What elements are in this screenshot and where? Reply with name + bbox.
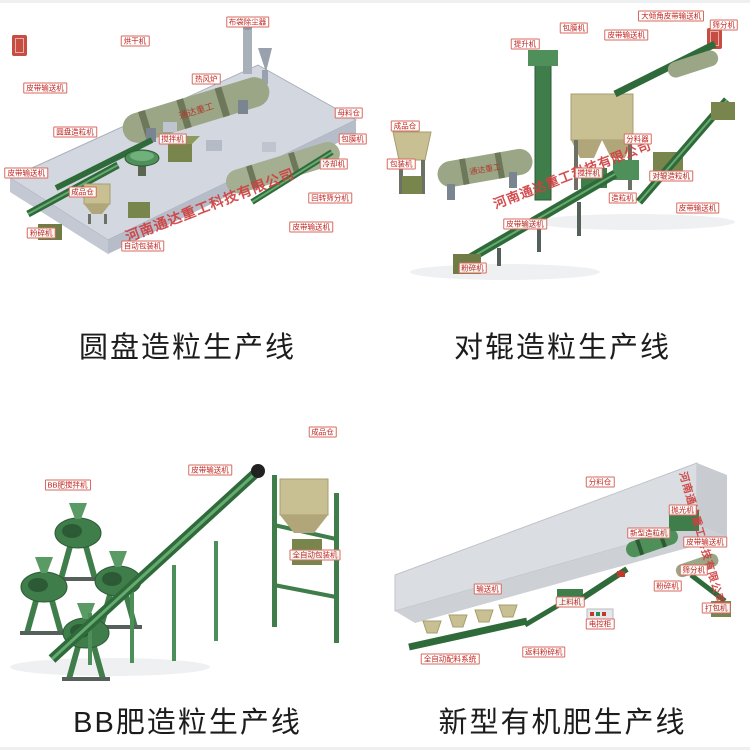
crate	[163, 122, 177, 132]
rotary-screen	[675, 553, 719, 578]
bb-line-illustration	[10, 464, 339, 682]
disc-granulator	[124, 149, 160, 176]
crate	[206, 140, 222, 151]
illustration-bb-fertilizer: BB肥搅拌机皮带输送机成品仓全自动包装机	[0, 375, 375, 690]
auto-bagging-machine	[292, 539, 322, 565]
panel-disc-granulation: 通达重工	[0, 0, 375, 375]
bb-mixer	[19, 556, 69, 636]
dryer-support	[238, 100, 248, 114]
bb-mixer	[53, 502, 103, 582]
panel-bb-fertilizer: BB肥搅拌机皮带输送机成品仓全自动包装机 BB肥造粒生产线	[0, 375, 375, 750]
batching-silo	[570, 93, 634, 190]
coating-drum: 通达重工	[437, 148, 533, 188]
belt-conveyor	[250, 149, 334, 205]
polishing-machine	[669, 511, 699, 531]
drum-support	[509, 172, 517, 188]
roller-granulator	[613, 160, 639, 180]
disc-line-illustration: 通达重工	[8, 26, 358, 254]
page-edge-line	[0, 747, 750, 750]
top-belt-conveyor	[613, 40, 717, 98]
crusher	[453, 254, 481, 274]
rotary-dryer: 通达重工	[122, 77, 270, 143]
illustration-roller-granulation: 通达重工	[375, 0, 750, 315]
packing-machine	[128, 202, 150, 218]
packing-machine	[711, 601, 731, 617]
drum-support	[447, 184, 455, 200]
ground-shadow	[535, 214, 735, 230]
feeding-machine	[557, 589, 583, 605]
belt-conveyor	[689, 573, 727, 603]
bagging-station	[392, 131, 432, 194]
page-edge-line	[0, 0, 750, 3]
ground-shadow	[410, 264, 600, 280]
crusher	[38, 224, 62, 240]
machine-detail	[617, 571, 625, 577]
company-seal-icon	[12, 35, 27, 56]
panel-roller-granulation: 通达重工	[375, 0, 750, 375]
caption-organic-fertilizer: 新型有机肥生产线	[438, 707, 687, 739]
illustration-organic-fertilizer: 河南通达重工科技有限公司 分料仓输送机上料机电控柜全自动配料系统返料粉碎机新型造…	[375, 375, 750, 690]
crate	[262, 142, 276, 152]
belt-conveyor	[54, 137, 154, 191]
illustration-disc-granulation: 通达重工	[0, 0, 375, 315]
roller-line-illustration: 通达重工	[392, 40, 735, 280]
long-belt-conveyor	[464, 170, 618, 266]
caption-disc-granulation: 圆盘造粒生产线	[78, 332, 296, 364]
panel-organic-fertilizer: 河南通达重工科技有限公司 分料仓输送机上料机电控柜全自动配料系统返料粉碎机新型造…	[375, 375, 750, 750]
control-cabinet	[586, 608, 614, 630]
bagging-tower	[272, 475, 339, 643]
organic-line-illustration	[394, 462, 731, 651]
screening-machine	[711, 102, 735, 120]
finished-product-silo	[279, 478, 329, 516]
caption-bb-fertilizer: BB肥造粒生产线	[73, 707, 302, 739]
dryer-support	[146, 128, 156, 142]
ground-shadow	[10, 658, 210, 676]
rotary-screen	[667, 50, 719, 78]
bucket-elevator	[528, 50, 558, 201]
caption-roller-granulation: 对辊造粒生产线	[453, 332, 671, 364]
batching-system	[408, 604, 528, 651]
incline-belt-conveyor	[48, 464, 265, 665]
